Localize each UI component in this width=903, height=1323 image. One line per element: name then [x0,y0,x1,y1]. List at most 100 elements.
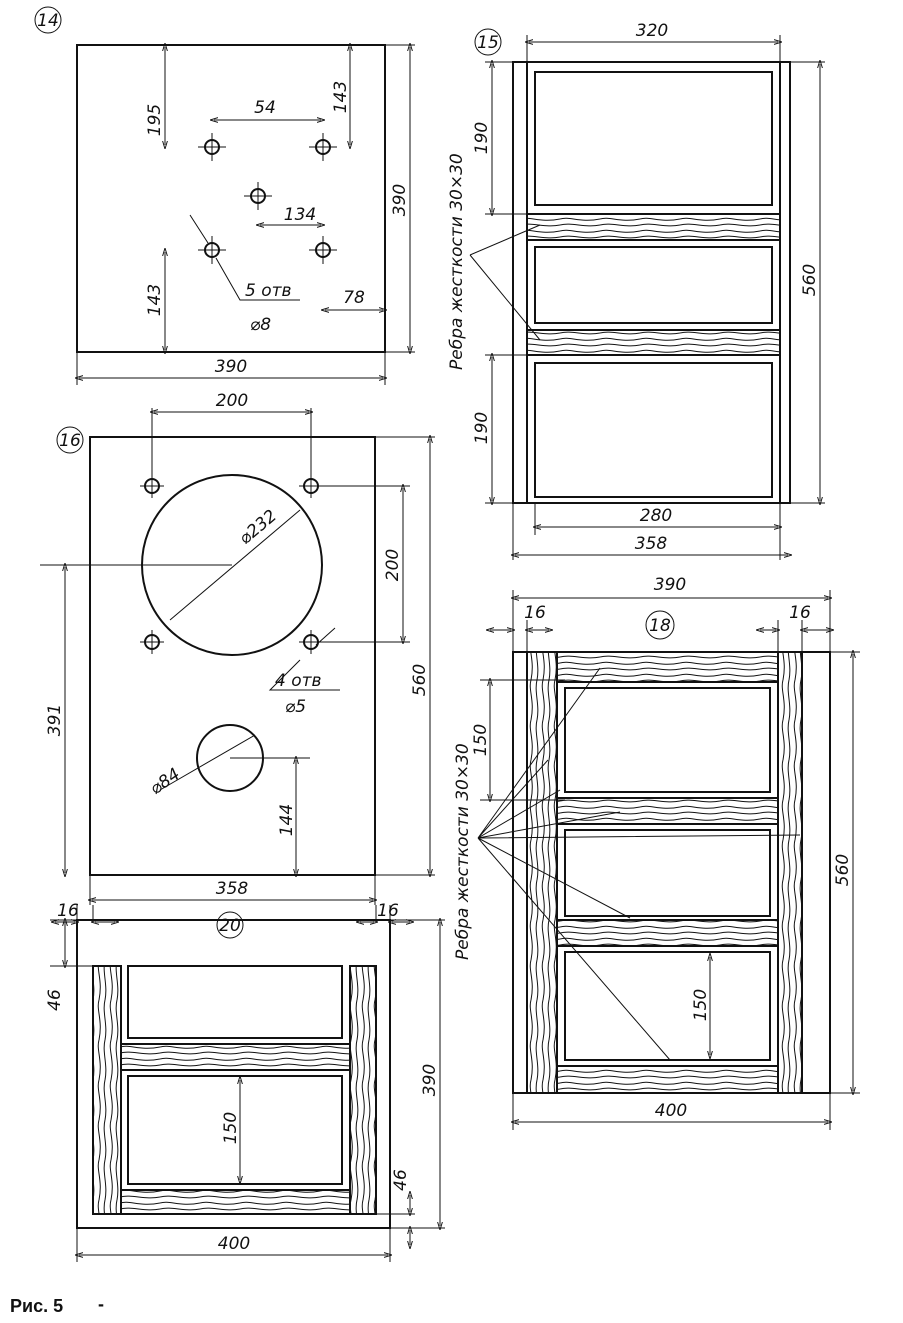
dimension-label: 390 [654,575,686,595]
panel-outline [76,919,391,1229]
dimension-label: 358 [216,879,249,899]
drawing-line [469,224,541,341]
drawing-line [564,829,771,917]
drawing-line [50,919,93,967]
dimension-label: 391 [45,704,65,736]
drawing-line [474,28,502,56]
dimension-label: 358 [635,534,668,554]
dimension-label: 400 [218,1234,250,1254]
drawing-line [127,1075,343,1185]
drawing-line [375,436,435,876]
drawing-line [480,679,565,801]
drawing-line [534,362,773,498]
panel-outline [512,61,791,504]
panel-outline [89,436,376,876]
dimension-label: 150 [471,724,491,756]
dimension-label: 560 [800,264,820,296]
drawing-line [556,797,779,825]
figure-15: 15 320 190 190 560 Ребра жесткости 30×30… [447,21,825,560]
drawing-line [127,965,343,1039]
dimension-label: ⌀84 [146,764,184,799]
dimension-label: 150 [221,1112,241,1144]
dimension-label: 560 [833,854,853,886]
drawing-line [268,627,340,691]
drawing-line [556,1065,779,1094]
dimension-label: 5 отв [245,281,292,301]
dimension-label: 4 отв [275,671,322,691]
ribs-label: Ребра жесткости 30×30 [447,153,467,370]
dimension-label: 16 [59,431,81,451]
mounting-holes [198,133,337,264]
dimension-label: 560 [410,664,430,696]
figure-number-circle [34,6,62,34]
dimension-label: 54 [254,98,276,118]
figure-14: 14 195 54 143 134 143 5 отв ⌀8 78 390 39… [34,6,415,385]
drawing-line [556,919,779,947]
drawing-line [92,965,122,1215]
panel-outline [76,44,386,353]
dimension-label: 134 [284,205,316,225]
drawing-line [777,651,803,1094]
drawing-line [564,687,771,793]
dimension-label: 16 [524,603,546,623]
stiffening-rib [526,213,781,241]
dimension-label: 16 [57,901,79,921]
drawing-line [120,1189,351,1215]
figure-number: 14 [37,11,59,31]
dimension-label: 190 [472,412,492,444]
figure-caption: Рис. 5 [10,1296,63,1316]
drawing-line [645,610,675,640]
drawing-line [512,590,831,652]
drawing-line [198,133,337,264]
drawing-line [169,509,301,621]
dimension-label: 144 [277,804,297,836]
drawing-line [564,951,771,1061]
dimension-label: 143 [331,81,351,113]
dimension-label: 190 [472,122,492,154]
drawing-line [56,426,84,454]
figure-20: 20 16 16 46 150 390 46 400 [45,901,445,1262]
figure-18: 390 18 16 16 150 150 Ребра жесткости 30×… [453,575,860,1130]
dimension-label: ⌀8 [250,315,271,335]
dimension-label: 280 [640,506,672,526]
mounting-holes [140,408,410,654]
drawing-line [349,965,377,1215]
ribs-label: Ребра жесткости 30×30 [453,743,473,960]
dimension-label: ⌀5 [285,697,306,717]
drawing-line [526,620,803,652]
dimension-label: 46 [45,989,65,1011]
dimension-label: 46 [391,1169,411,1191]
dimension-label: 143 [145,284,165,316]
drawing-line [526,651,558,1094]
dimension-label: ⌀232 [235,506,281,549]
drawing-line [534,71,773,206]
drawing-line [485,61,527,504]
dimension-label: 390 [420,1064,440,1096]
figure-16: 16 ⌀232 200 200 4 отв ⌀5 560 391 ⌀84 144… [40,391,435,905]
drawing-line [526,61,781,215]
dimension-label: 16 [377,901,399,921]
dimension-label: 15 [477,33,499,53]
dimension-label: 200 [216,391,248,411]
drawing-line [477,667,801,1061]
drawing-line [189,214,300,301]
stiffening-rib [526,329,781,356]
drawing-line [526,62,781,503]
dimension-label: 195 [145,104,165,136]
drawing-line [76,905,391,920]
dimension-label: 390 [390,184,410,216]
dimension-label: 320 [636,21,668,41]
caption-dash: - [98,1294,104,1314]
drawing-line [534,246,773,324]
drawing-line [556,651,779,683]
dimension-label: 150 [691,989,711,1021]
drawing-line [140,408,410,654]
dimension-label: 200 [383,549,403,581]
dimension-label: 390 [215,357,247,377]
dimension-label: 400 [655,1101,687,1121]
dimension-label: 78 [343,288,365,308]
drawing-line [120,1043,351,1071]
dimension-label: 18 [649,616,671,636]
drawing-line [216,911,244,939]
